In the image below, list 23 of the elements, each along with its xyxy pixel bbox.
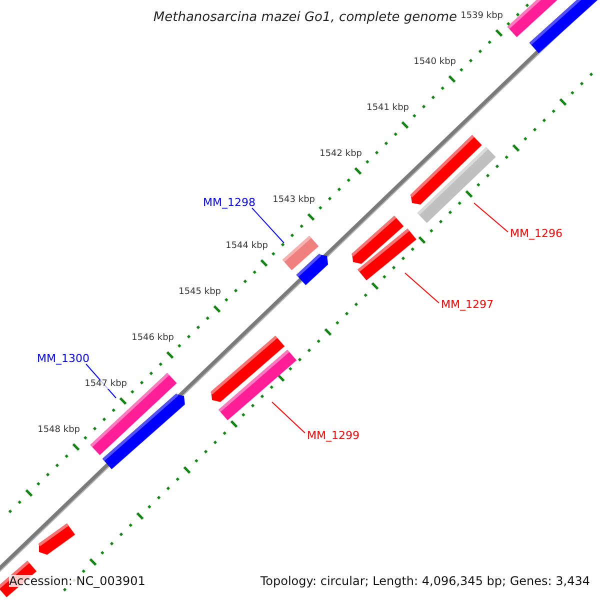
gene-label: MM_1296: [510, 228, 562, 239]
tick-label: 1546 kbp: [132, 334, 174, 343]
leader-line: [252, 208, 284, 244]
gene-feature: [358, 228, 416, 280]
tick-label: 1543 kbp: [272, 196, 315, 205]
gene-feature: [282, 236, 319, 270]
diagram-title: Methanosarcina mazei Go1, complete genome: [153, 11, 457, 24]
tick-label: 1545 kbp: [178, 288, 221, 297]
gene-label: MM_1299: [307, 430, 360, 441]
tick-label: 1547 kbp: [84, 380, 127, 389]
gene-label: MM_1300: [37, 353, 90, 364]
gene-label: MM_1297: [441, 299, 494, 310]
gene-label: MM_1298: [203, 197, 256, 208]
gene-feature: [417, 146, 496, 224]
genome-info-note: Topology: circular; Length: 4,096,345 bp; Genes: 3,434: [260, 575, 590, 587]
tick-label: 1540 kbp: [414, 58, 456, 67]
gene-feature: [218, 350, 297, 420]
tick-label: 1542 kbp: [320, 150, 362, 159]
tick-label: 1539 kbp: [460, 12, 503, 21]
leader-line: [272, 402, 306, 434]
accession-note: Accession: NC_003901: [9, 575, 146, 587]
leader-line: [474, 202, 508, 232]
leader-line: [404, 272, 440, 304]
